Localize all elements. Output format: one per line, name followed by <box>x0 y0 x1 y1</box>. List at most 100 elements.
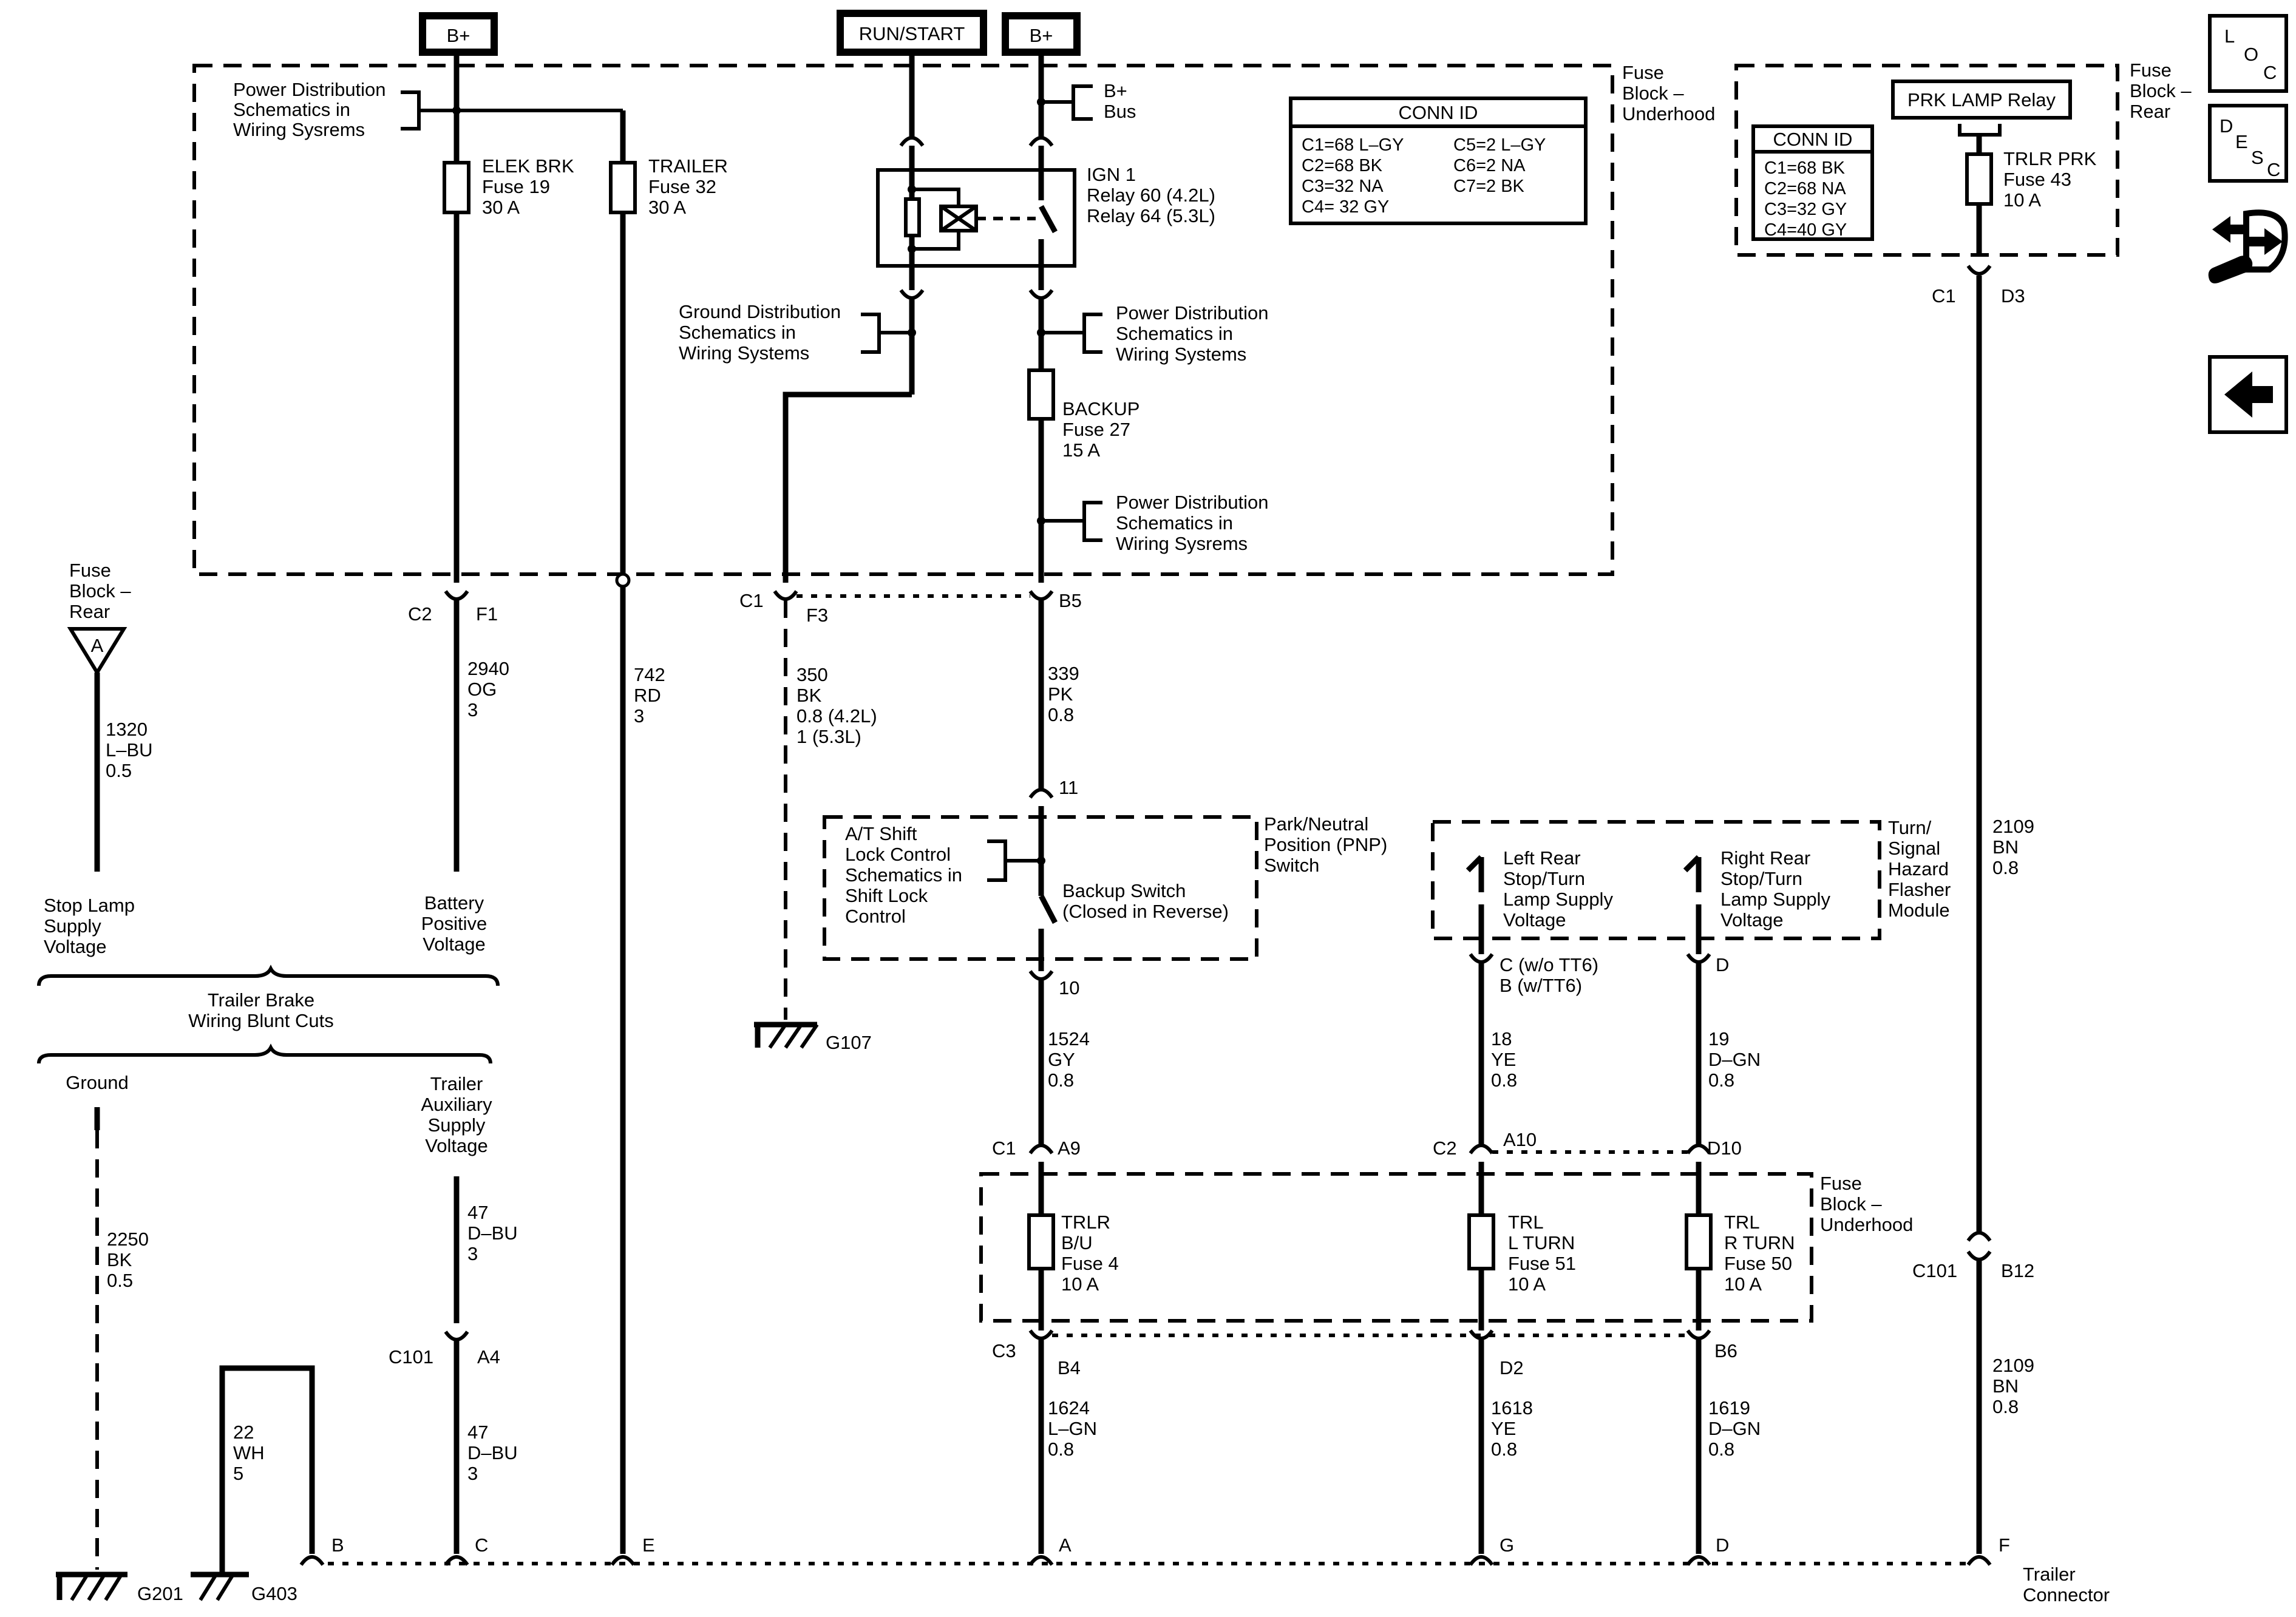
pnp-switch-label: Park/Neutral Position (PNP) Switch <box>1264 813 1387 876</box>
svg-text:Fuse 32: Fuse 32 <box>648 176 716 197</box>
d10-label: D10 <box>1707 1137 1742 1159</box>
wire-2109-lower: 2109 BN 0.8 <box>1992 1355 2034 1417</box>
svg-text:Backup Switch: Backup Switch <box>1062 880 1186 901</box>
svg-text:Wiring Systems: Wiring Systems <box>1116 344 1246 365</box>
svg-text:Relay 64 (5.3L): Relay 64 (5.3L) <box>1087 205 1215 226</box>
conn-id-table-underhood: CONN ID C1=68 L–GY C2=68 BK C3=32 NA C4=… <box>1289 97 1588 225</box>
svg-text:0.8: 0.8 <box>1992 857 2019 878</box>
svg-text:L: L <box>2224 25 2235 47</box>
pin-e-label: E <box>642 1534 655 1556</box>
location-button[interactable]: L O C <box>2208 14 2288 93</box>
back-arrow-icon <box>2224 371 2273 418</box>
trailer-brake-blunt-cuts-label: Trailer Brake Wiring Blunt Cuts <box>188 989 333 1031</box>
svg-text:G107: G107 <box>826 1032 872 1053</box>
wire-1618: 1618 YE 0.8 <box>1491 1397 1533 1460</box>
svg-text:0.8: 0.8 <box>1491 1439 1517 1460</box>
svg-text:10 A: 10 A <box>2003 189 2041 211</box>
svg-text:R TURN: R TURN <box>1724 1232 1795 1253</box>
ground-g107: G107 <box>754 1022 872 1053</box>
svg-text:D: D <box>2220 115 2233 137</box>
wire-350: 350 BK 0.8 (4.2L) 1 (5.3L) <box>796 664 877 747</box>
svg-text:Schematics in: Schematics in <box>1116 323 1233 344</box>
ground-label: Ground <box>66 1072 128 1093</box>
trlr-bu-fuse: TRLR B/U Fuse 4 10 A <box>1027 1212 1119 1295</box>
svg-text:Power Distribution: Power Distribution <box>1116 302 1269 324</box>
svg-text:2250: 2250 <box>107 1229 149 1250</box>
a9-label: A9 <box>1058 1137 1081 1159</box>
svg-text:C2=68 BK: C2=68 BK <box>1302 156 1383 175</box>
description-button[interactable]: D E S C <box>2208 104 2288 183</box>
fuse-block-underhood-outline <box>192 64 1614 576</box>
svg-text:Fuse 19: Fuse 19 <box>482 176 550 197</box>
svg-text:15 A: 15 A <box>1062 439 1100 461</box>
svg-text:Positive: Positive <box>421 913 487 934</box>
svg-text:BACKUP: BACKUP <box>1062 398 1140 419</box>
fuse-block-underhood-label: Fuse Block – Underhood <box>1622 62 1715 124</box>
blunt-cuts-brace-bottom <box>37 1043 492 1064</box>
svg-text:Fuse 51: Fuse 51 <box>1508 1253 1576 1274</box>
turn-b-label: B (w/TT6) <box>1500 975 1582 996</box>
prk-lamp-relay: PRK LAMP Relay <box>1891 80 2072 137</box>
svg-text:10 A: 10 A <box>1724 1273 1762 1295</box>
svg-text:C4= 32 GY: C4= 32 GY <box>1302 197 1389 217</box>
svg-text:Supply: Supply <box>44 915 101 937</box>
stop-lamp-supply-label: Stop Lamp Supply Voltage <box>44 895 135 957</box>
connector-tool-icon[interactable] <box>2208 209 2288 283</box>
svg-text:BN: BN <box>1992 836 2019 858</box>
b6-label: B6 <box>1714 1340 1737 1361</box>
svg-text:CONN ID: CONN ID <box>1399 102 1478 123</box>
svg-text:3: 3 <box>467 1243 478 1264</box>
svg-text:C2=68 NA: C2=68 NA <box>1764 179 1846 198</box>
svg-text:Wiring Blunt Cuts: Wiring Blunt Cuts <box>188 1010 333 1031</box>
backup-fuse: BACKUP Fuse 27 15 A <box>1027 368 1140 461</box>
turn-c-label: C (w/o TT6) <box>1500 954 1598 975</box>
wire-47-lower: 47 D–BU 3 <box>467 1422 518 1484</box>
svg-text:C1=68 BK: C1=68 BK <box>1764 158 1846 178</box>
svg-text:G201: G201 <box>137 1583 183 1604</box>
pin-f-label: F <box>1999 1534 2010 1556</box>
turn-d-label: D <box>1716 954 1729 975</box>
svg-text:Rear: Rear <box>69 601 110 622</box>
power-distribution-left: Power Distribution Schematics in Wiring … <box>233 79 457 140</box>
svg-text:1619: 1619 <box>1708 1397 1750 1419</box>
svg-text:2940: 2940 <box>467 658 509 679</box>
svg-text:Control: Control <box>845 906 906 927</box>
back-arrow-button[interactable] <box>2208 355 2288 434</box>
svg-text:Power Distribution: Power Distribution <box>1116 492 1269 513</box>
svg-text:Hazard: Hazard <box>1888 858 1949 880</box>
svg-text:5: 5 <box>233 1463 243 1484</box>
svg-text:TRAILER: TRAILER <box>648 155 728 177</box>
svg-text:0.5: 0.5 <box>106 760 132 781</box>
c101-right-label: C101 <box>1912 1260 1957 1281</box>
svg-text:C7=2 BK: C7=2 BK <box>1453 177 1525 196</box>
svg-text:2109: 2109 <box>1992 1355 2034 1376</box>
svg-text:47: 47 <box>467 1202 488 1223</box>
svg-text:BN: BN <box>1992 1375 2019 1397</box>
svg-text:B/U: B/U <box>1061 1232 1093 1253</box>
svg-text:D–BU: D–BU <box>467 1222 518 1244</box>
svg-text:Flasher: Flasher <box>1888 879 1951 900</box>
svg-text:30 A: 30 A <box>648 197 686 218</box>
svg-text:3: 3 <box>634 705 644 727</box>
trlr-prk-fuse: TRLR PRK Fuse 43 10 A <box>1965 148 2097 211</box>
svg-text:Block –: Block – <box>1622 83 1684 104</box>
power-distribution-mid2: Power Distribution Schematics in Wiring … <box>1082 492 1269 554</box>
b-plus-left-box: B+ <box>419 12 498 56</box>
svg-text:Fuse 27: Fuse 27 <box>1062 419 1130 440</box>
svg-text:Fuse: Fuse <box>1622 62 1664 83</box>
svg-text:YE: YE <box>1491 1049 1516 1070</box>
flasher-module-label: Turn/ Signal Hazard Flasher Module <box>1888 817 1951 921</box>
svg-text:Right Rear: Right Rear <box>1720 847 1810 869</box>
pin-c-label: C <box>475 1534 488 1556</box>
svg-text:Stop Lamp: Stop Lamp <box>44 895 135 916</box>
c2-lower-label: C2 <box>1433 1137 1457 1159</box>
f3-label: F3 <box>806 605 828 626</box>
svg-text:Schematics in: Schematics in <box>679 322 796 343</box>
run-start-box: RUN/START <box>837 10 987 56</box>
svg-text:Voltage: Voltage <box>423 934 485 955</box>
trailer-connector-label: Trailer Connector <box>2023 1564 2110 1605</box>
svg-text:0.8: 0.8 <box>1048 1070 1074 1091</box>
svg-text:GY: GY <box>1048 1049 1075 1070</box>
svg-text:Fuse: Fuse <box>1820 1173 1862 1194</box>
svg-text:350: 350 <box>796 664 828 685</box>
